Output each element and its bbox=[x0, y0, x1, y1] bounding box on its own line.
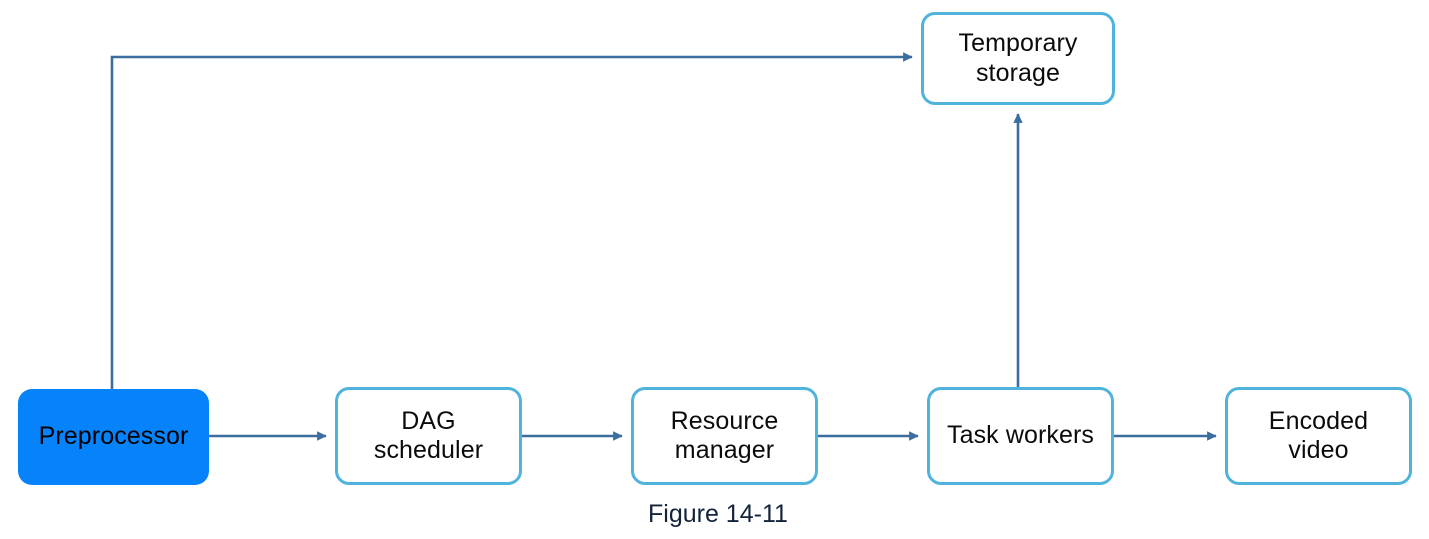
node-temporary-storage-label: Temporary storage bbox=[958, 29, 1078, 87]
node-preprocessor-label: Preprocessor bbox=[38, 422, 189, 451]
node-dag-scheduler[interactable]: DAG scheduler bbox=[335, 387, 522, 485]
node-preprocessor[interactable]: Preprocessor bbox=[18, 389, 209, 485]
edge-preprocessor-to-temporary-storage bbox=[110, 52, 913, 389]
node-task-workers-label: Task workers bbox=[946, 421, 1095, 450]
node-temporary-storage[interactable]: Temporary storage bbox=[921, 12, 1115, 105]
node-resource-manager[interactable]: Resource manager bbox=[631, 387, 818, 485]
figure-caption: Figure 14-11 bbox=[648, 500, 788, 528]
node-encoded-video[interactable]: Encoded video bbox=[1225, 387, 1412, 485]
node-encoded-video-label: Encoded video bbox=[1268, 406, 1369, 465]
node-task-workers[interactable]: Task workers bbox=[927, 387, 1114, 485]
node-dag-scheduler-label: DAG scheduler bbox=[373, 406, 484, 465]
node-resource-manager-label: Resource manager bbox=[670, 406, 779, 465]
